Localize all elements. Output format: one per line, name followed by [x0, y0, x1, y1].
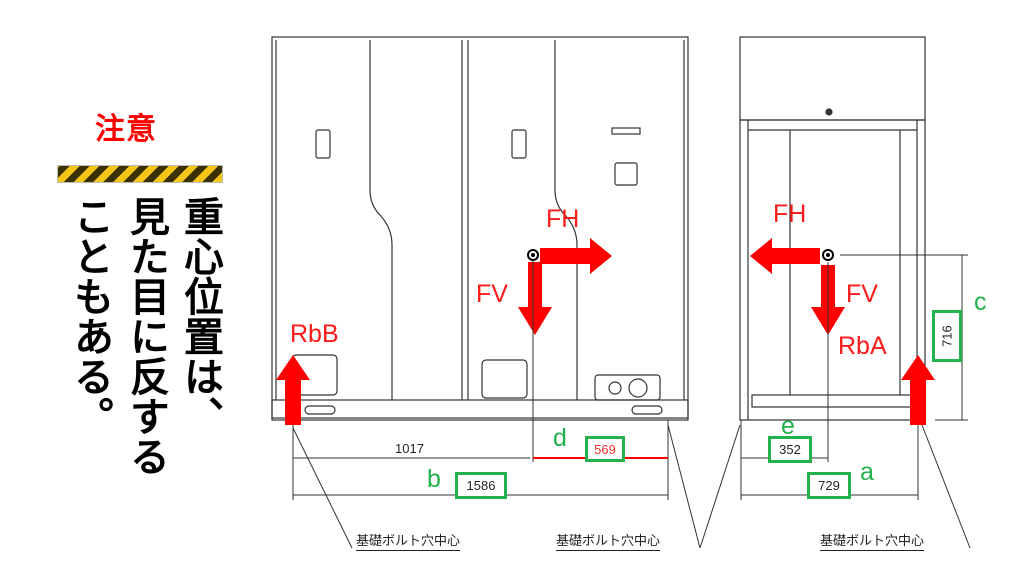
warning-line-1: 重心位置は、 [177, 196, 223, 436]
d-value: 569 [585, 436, 625, 462]
b-value: 1586 [455, 472, 507, 499]
a-label: a [860, 458, 874, 486]
label-side-fv: FV [846, 280, 878, 308]
a-value: 729 [807, 472, 851, 499]
label-front-fh: FH [546, 205, 580, 233]
warning-title: 注意 [95, 112, 157, 147]
front-view [271, 36, 689, 421]
front-fv-arrow [518, 262, 552, 335]
e-value: 352 [768, 436, 812, 463]
d-label: d [553, 424, 567, 452]
side-fh-arrow [750, 238, 820, 274]
dim-1017: 1017 [395, 441, 424, 456]
base-label-1: 基礎ボルト穴中心 [356, 530, 461, 551]
c-value: 716 [932, 310, 962, 362]
b-label: b [427, 465, 441, 493]
base-label-3: 基礎ボルト穴中心 [820, 530, 925, 551]
label-front-fv: FV [476, 280, 508, 308]
side-view [739, 36, 926, 421]
warning-line-3: こともある。 [67, 196, 113, 436]
force-arrows [276, 238, 935, 425]
label-rba: RbA [838, 332, 887, 360]
base-label-2: 基礎ボルト穴中心 [556, 530, 661, 551]
cog-markers [527, 249, 834, 261]
front-fh-arrow [540, 238, 612, 274]
rbb-arrow [276, 355, 310, 425]
c-label: c [974, 288, 987, 316]
warning-line-2: 見た目に反する [123, 196, 169, 476]
hazard-stripe [57, 165, 223, 183]
e-label: e [781, 412, 795, 440]
label-rbb: RbB [290, 320, 339, 348]
rba-arrow [901, 355, 935, 425]
label-side-fh: FH [773, 200, 807, 228]
